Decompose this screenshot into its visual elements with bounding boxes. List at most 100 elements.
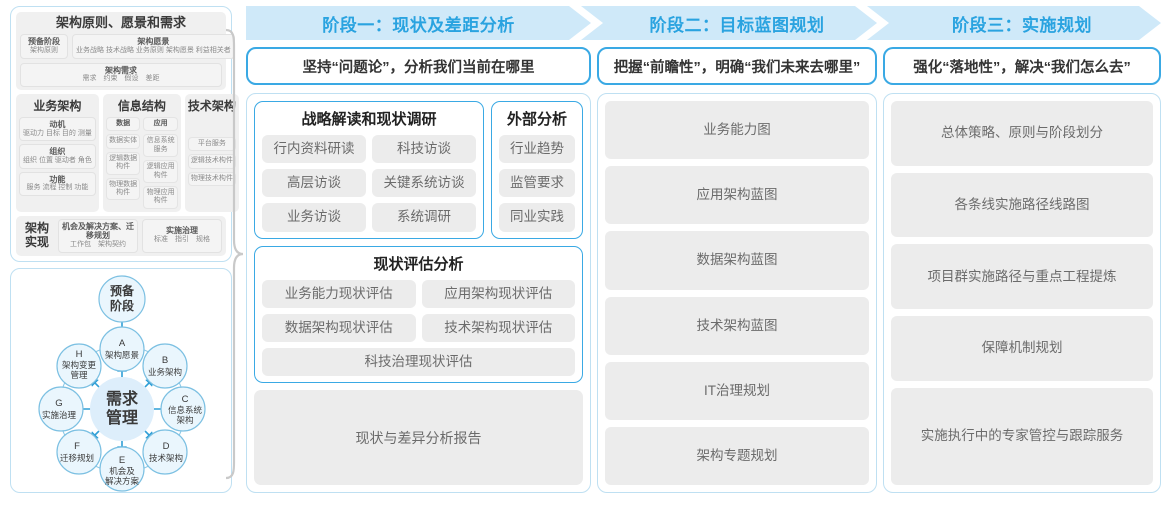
- togaf-content-framework-card: 架构原则、愿景和需求 预备阶段 架构原则 架构愿景 业务战略 技术战略 业务原则…: [10, 6, 239, 262]
- motivation-sub: 驱动力 目标 目的 测量: [23, 129, 92, 137]
- pill-data-architecture-assessment[interactable]: 数据架构现状评估: [262, 313, 416, 342]
- preliminary-phase-title: 预备阶段: [28, 37, 60, 47]
- pill-industry-trend[interactable]: 行业趋势: [499, 135, 575, 164]
- motivation-box[interactable]: 动机 驱动力 目标 目的 测量: [19, 116, 96, 142]
- pill-it-governance-plan[interactable]: IT治理规划: [605, 361, 869, 420]
- information-structure-title: 信息结构: [117, 98, 166, 113]
- platform-service-chip[interactable]: 平台服务: [187, 136, 236, 152]
- current-state-assessment-title: 现状评估分析: [373, 255, 464, 273]
- opportunities-migration-sub: 工作包 架构契约: [70, 240, 126, 248]
- pill-technology-architecture-assessment[interactable]: 技术架构现状评估: [421, 313, 575, 342]
- motivation-title: 动机: [49, 119, 66, 129]
- adm-node-C-label-2: 架构: [176, 415, 193, 425]
- pill-internal-docs[interactable]: 行内资料研读: [262, 135, 366, 164]
- pill-application-architecture-blueprint[interactable]: 应用架构蓝图: [605, 166, 869, 225]
- business-architecture-title: 业务架构: [33, 98, 82, 113]
- phase-3-body: 总体策略、原则与阶段划分 各条线实施路径线路图 项目群实施路径与重点工程提炼 保…: [883, 93, 1161, 493]
- data-entity-chip[interactable]: 数据实体: [105, 134, 141, 149]
- adm-node-D-label: 技术架构: [149, 453, 183, 463]
- phase-3: 阶段三：实施规划 强化“落地性”，解决“我们怎么去” 总体策略、原则与阶段划分 …: [883, 6, 1161, 493]
- principles-group-title: 架构原则、愿景和需求: [55, 15, 186, 30]
- preliminary-phase-box[interactable]: 预备阶段 架构原则: [20, 34, 68, 59]
- physical-application-component-chip[interactable]: 物理应用构件: [143, 185, 178, 209]
- application-subcolumn-title: 应用: [143, 116, 178, 132]
- pill-business-capability-assessment[interactable]: 业务能力现状评估: [262, 279, 416, 308]
- physical-technology-component-chip[interactable]: 物理技术构件: [187, 171, 236, 187]
- opportunities-migration-title: 机会及解决方案、迁移规划: [62, 221, 134, 241]
- logical-application-component-chip[interactable]: 逻辑应用构件: [143, 160, 178, 183]
- adm-node-E-label-1: 机会及: [109, 466, 135, 476]
- organization-box[interactable]: 组织 组织 位置 驱动者 角色: [19, 144, 96, 169]
- phase-1-header: 阶段一：现状及差距分析: [246, 6, 591, 40]
- physical-data-component-chip[interactable]: 物理数据构件: [105, 177, 141, 201]
- pill-line-roadmap[interactable]: 各条线实施路径线路图: [891, 172, 1153, 238]
- data-subcolumn-title: 数据: [105, 116, 141, 132]
- pill-program-roadmap[interactable]: 项目群实施路径与重点工程提炼: [891, 244, 1153, 309]
- pill-expert-control-tracking[interactable]: 实施执行中的专家管控与跟踪服务: [891, 387, 1153, 485]
- business-architecture-column: 业务架构 动机 驱动力 目标 目的 测量 组织 组织 位置 驱动者 角色: [16, 93, 99, 212]
- adm-node-G-key: G: [55, 398, 62, 409]
- phase-1-header-text: 阶段一：现状及差距分析: [322, 15, 515, 35]
- adm-node-E: [99, 446, 145, 492]
- opportunities-migration-box[interactable]: 机会及解决方案、迁移规划 工作包 架构契约: [58, 218, 138, 253]
- pill-system-survey[interactable]: 系统调研: [372, 203, 476, 232]
- phase-2-header: 阶段二：目标蓝图规划: [581, 6, 877, 40]
- adm-node-G-label: 实施治理: [42, 410, 77, 420]
- architecture-principles-group: 架构原则、愿景和需求 预备阶段 架构原则 架构愿景 业务战略 技术战略 业务原则…: [16, 12, 235, 90]
- function-box[interactable]: 功能 服务 流程 控制 功能: [19, 171, 96, 196]
- pill-peer-practice[interactable]: 同业实践: [499, 203, 575, 232]
- adm-node-B-key: B: [162, 355, 168, 366]
- pill-technology-architecture-blueprint[interactable]: 技术架构蓝图: [605, 296, 869, 355]
- adm-node-A: [99, 326, 145, 372]
- implementation-governance-box[interactable]: 实施治理 标准 指引 规格: [142, 218, 222, 253]
- phase-1-body: 战略解读和现状调研 行内资料研读 科技访谈 高层访谈 关键系统访谈 业务访谈 系…: [246, 93, 591, 493]
- pill-application-architecture-assessment[interactable]: 应用架构现状评估: [421, 279, 575, 308]
- adm-node-D-key: D: [163, 441, 170, 452]
- phase-1-top-section: 战略解读和现状调研 行内资料研读 科技访谈 高层访谈 关键系统访谈 业务访谈 系…: [254, 101, 583, 239]
- adm-node-B-label: 业务架构: [148, 367, 182, 377]
- architecture-vision-box[interactable]: 架构愿景 业务战略 技术战略 业务原则 架构愿景 利益相关者: [72, 34, 235, 59]
- logical-data-component-chip[interactable]: 逻辑数据构件: [105, 151, 141, 175]
- architecture-realization-group: 架构实现 机会及解决方案、迁移规划 工作包 架构契约 实施治理 标准 指引 规格: [16, 215, 226, 256]
- pill-business-interview[interactable]: 业务访谈: [262, 203, 366, 232]
- phase-2-header-text: 阶段二：目标蓝图规划: [649, 15, 825, 35]
- architecture-realization-label-text: 架构实现: [24, 220, 49, 249]
- organization-sub: 组织 位置 驱动者 角色: [23, 156, 92, 164]
- pill-key-system-interview[interactable]: 关键系统访谈: [372, 169, 476, 198]
- phase-2: 阶段二：目标蓝图规划 把握“前瞻性”，明确“我们未来去哪里” 业务能力图 应用架…: [597, 6, 877, 493]
- pill-data-architecture-blueprint[interactable]: 数据架构蓝图: [605, 231, 869, 290]
- adm-preliminary-label-1: 预备: [110, 283, 135, 298]
- external-analysis-title: 外部分析: [506, 111, 567, 128]
- architecture-vision-title: 架构愿景: [137, 37, 170, 47]
- adm-node-B: [142, 343, 188, 389]
- adm-node-C-key: C: [182, 394, 189, 405]
- pill-architecture-topic-plan[interactable]: 架构专题规划: [605, 426, 869, 486]
- adm-preliminary-circle: [98, 275, 146, 323]
- adm-node-F-label: 迁移规划: [60, 453, 94, 463]
- strategy-research-group: 战略解读和现状调研 行内资料研读 科技访谈 高层访谈 关键系统访谈 业务访谈 系…: [254, 101, 484, 239]
- phase-1-subtitle: 坚持“问题论”，分析我们当前在哪里: [246, 47, 591, 85]
- pill-exec-interview[interactable]: 高层访谈: [262, 169, 366, 198]
- adm-node-H: [56, 343, 102, 389]
- architecture-requirements-sub: 需求 约束 假设 差距: [82, 75, 160, 83]
- adm-node-E-key: E: [119, 455, 125, 466]
- adm-node-C-label-1: 信息系统: [168, 405, 203, 415]
- architecture-requirements-box[interactable]: 架构需求 需求 约束 假设 差距: [20, 62, 222, 87]
- adm-node-H-label-2: 管理: [70, 370, 88, 380]
- strategy-research-title: 战略解读和现状调研: [301, 111, 437, 128]
- information-system-service-chip[interactable]: 信息系统服务: [143, 134, 178, 158]
- pill-assurance-mechanism[interactable]: 保障机制规划: [891, 315, 1153, 381]
- pill-regulatory-requirement[interactable]: 监管要求: [499, 169, 575, 198]
- pill-overall-strategy[interactable]: 总体策略、原则与阶段划分: [891, 101, 1153, 166]
- pill-tech-interview[interactable]: 科技访谈: [372, 135, 476, 164]
- organization-title: 组织: [49, 147, 66, 157]
- data-subcolumn: 数据 数据实体 逻辑数据构件 物理数据构件: [105, 116, 141, 209]
- phases-container: 阶段一：现状及差距分析 坚持“问题论”，分析我们当前在哪里 战略解读和现状调研 …: [240, 0, 1167, 499]
- phase-1-report[interactable]: 现状与差异分析报告: [254, 390, 583, 485]
- adm-node-H-label-1: 架构变更: [62, 360, 97, 370]
- technology-architecture-title: 技术架构: [187, 98, 236, 113]
- logical-technology-component-chip[interactable]: 逻辑技术构件: [187, 154, 236, 169]
- pill-business-capability-map[interactable]: 业务能力图: [605, 101, 869, 160]
- pill-tech-governance-assessment[interactable]: 科技治理现状评估: [262, 347, 575, 377]
- adm-center-circle: [90, 376, 154, 441]
